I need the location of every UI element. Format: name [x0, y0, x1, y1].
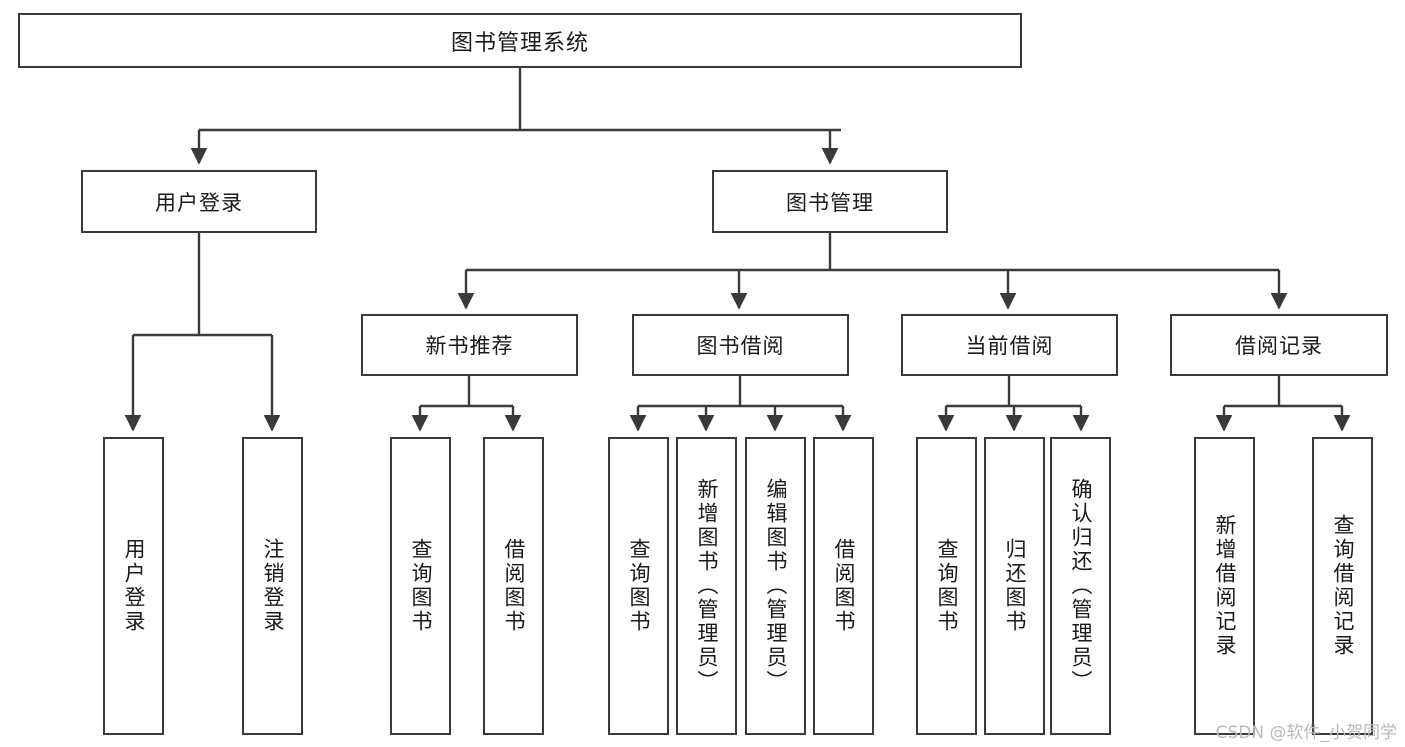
node-new-book-recommend[interactable]: 新书推荐 — [361, 314, 578, 376]
node-label: 用户登录 — [155, 190, 243, 215]
leaf-borrow-add-book[interactable]: 新增图书（管理员） — [676, 437, 737, 735]
node-label: 借阅图书 — [832, 538, 856, 634]
node-label: 图书管理 — [786, 190, 874, 215]
node-label: 借阅图书 — [502, 538, 526, 634]
leaf-new-book-borrow[interactable]: 借阅图书 — [483, 437, 544, 735]
leaf-current-return-book[interactable]: 归还图书 — [984, 437, 1045, 735]
node-label: 当前借阅 — [965, 334, 1054, 358]
node-label: 借阅记录 — [1235, 334, 1323, 358]
node-label: 新增借阅记录 — [1213, 514, 1237, 658]
node-label: 图书借阅 — [696, 334, 785, 358]
leaf-records-query-record[interactable]: 查询借阅记录 — [1312, 437, 1373, 735]
node-label: 注销登录 — [261, 538, 285, 634]
node-label: 归还图书 — [1003, 538, 1027, 634]
leaf-new-book-query[interactable]: 查询图书 — [390, 437, 451, 735]
node-book-borrow[interactable]: 图书借阅 — [632, 314, 849, 376]
node-label: 查询图书 — [935, 538, 959, 634]
node-root-system[interactable]: 图书管理系统 — [18, 13, 1022, 68]
node-label: 编辑图书（管理员） — [764, 478, 788, 694]
leaf-borrow-edit-book[interactable]: 编辑图书（管理员） — [745, 437, 806, 735]
node-label: 新书推荐 — [425, 334, 514, 358]
node-label: 图书管理系统 — [450, 30, 589, 56]
leaf-borrow-borrow-book[interactable]: 借阅图书 — [813, 437, 874, 735]
node-borrow-records[interactable]: 借阅记录 — [1170, 314, 1388, 376]
node-label: 确认归还（管理员） — [1069, 478, 1093, 694]
node-label: 查询图书 — [627, 538, 651, 634]
node-label: 查询图书 — [409, 538, 433, 634]
node-label: 新增图书（管理员） — [695, 478, 719, 694]
leaf-borrow-query-book[interactable]: 查询图书 — [608, 437, 669, 735]
csdn-watermark: CSDN @软件_小贺同学 — [1215, 723, 1397, 743]
node-current-borrow[interactable]: 当前借阅 — [901, 314, 1118, 376]
leaf-records-add-record[interactable]: 新增借阅记录 — [1194, 437, 1255, 735]
node-user-login[interactable]: 用户登录 — [81, 170, 317, 233]
leaf-current-query-book[interactable]: 查询图书 — [916, 437, 977, 735]
node-label: 查询借阅记录 — [1331, 514, 1355, 658]
node-book-management[interactable]: 图书管理 — [712, 170, 948, 233]
leaf-user-login-logout[interactable]: 注销登录 — [242, 437, 303, 735]
leaf-current-confirm-return[interactable]: 确认归还（管理员） — [1050, 437, 1111, 735]
node-label: 用户登录 — [122, 538, 146, 634]
leaf-user-login-login[interactable]: 用户登录 — [103, 437, 164, 735]
